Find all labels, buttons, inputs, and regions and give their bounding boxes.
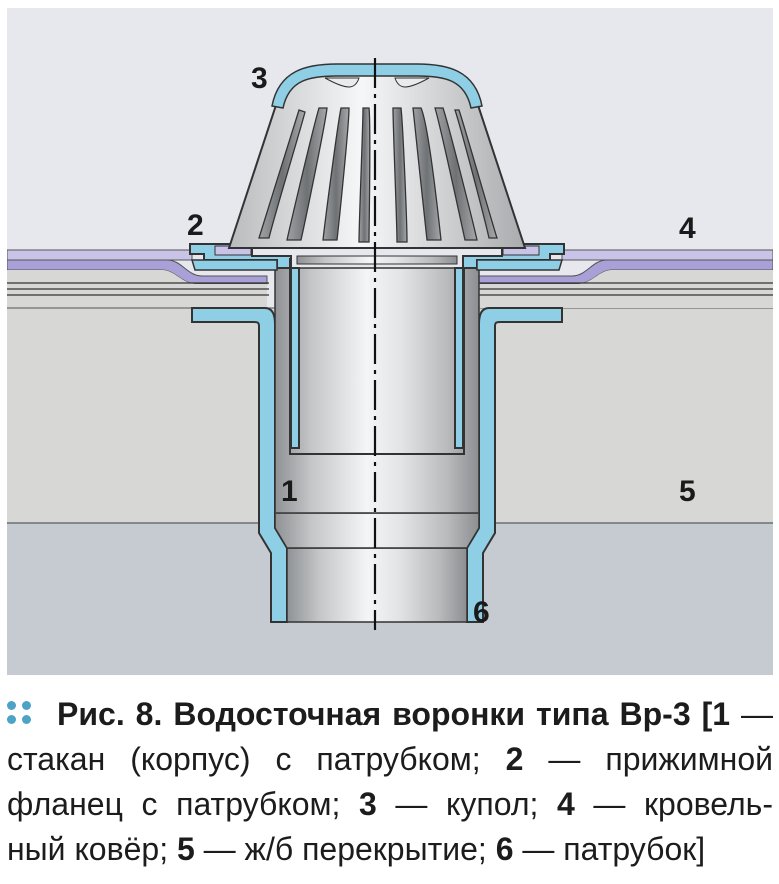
item-6-num: 6 [495, 831, 514, 867]
item-4-text-cont: ный ковёр; [7, 831, 177, 867]
body-cylinder [274, 267, 480, 514]
item-5-text: — ж/б перекрытие; [194, 831, 496, 867]
caption-title: Водосточная воронки типа Вр-3 [ [173, 696, 713, 732]
item-2-text-cont: фланец с патрубком; [7, 786, 359, 822]
callout-2: 2 [187, 209, 204, 242]
item-2-num: 2 [505, 741, 524, 777]
callout-3: 3 [251, 62, 268, 95]
clamping-flange [189, 243, 565, 455]
figure-caption: Рис. 8. Водосточная воронки типа Вр-3 [1… [7, 692, 773, 872]
dome-cap [227, 63, 527, 249]
drain-body [191, 307, 563, 623]
item-1-num: 1 [712, 696, 731, 732]
item-3-text: — купол; [376, 786, 557, 822]
four-dots-icon [7, 700, 35, 727]
item-6-text: — патрубок] [513, 831, 706, 867]
caption-line-3: фланец с патрубком; 3 — купол; 4 — крове… [7, 782, 773, 827]
figure-number: Рис. 8. [57, 696, 163, 732]
item-1-text: стакан (корпус) с патрубком; [7, 741, 506, 777]
dome-slots [258, 107, 498, 243]
roof-drain-diagram: 1 2 3 4 5 6 [7, 8, 773, 675]
item-1-dash: — [730, 696, 774, 732]
callout-5: 5 [679, 475, 696, 508]
item-3-num: 3 [359, 786, 377, 822]
caption-line-2: стакан (корпус) с патрубком; 2 — прижимн… [7, 737, 773, 782]
caption-line-1: Рис. 8. Водосточная воронки типа Вр-3 [1… [7, 692, 773, 737]
item-4-num: 4 [557, 786, 575, 822]
callout-1: 1 [281, 475, 298, 508]
callout-4: 4 [679, 212, 696, 245]
item-2-text: — прижимной [523, 741, 774, 777]
caption-line-4: ный ковёр; 5 — ж/б перекрытие; 6 — патру… [7, 827, 773, 872]
pipe-transition [274, 512, 480, 549]
item-5-num: 5 [176, 831, 195, 867]
outlet-pipe [286, 547, 468, 623]
item-4-text: — кровель- [574, 786, 774, 822]
callout-6: 6 [473, 596, 490, 629]
